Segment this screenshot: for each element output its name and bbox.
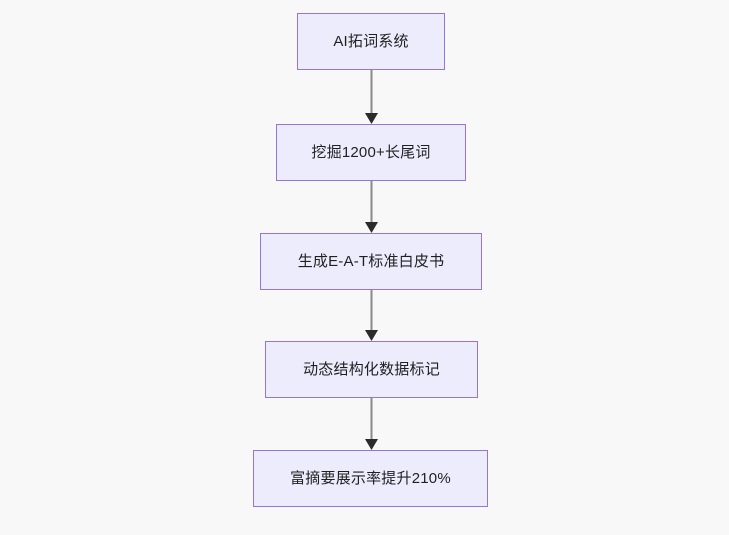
flow-edge-n4-to-n5 xyxy=(364,398,378,450)
flow-edge-n2-to-n3 xyxy=(364,181,378,233)
arrowhead-icon xyxy=(364,222,378,233)
flow-node-label: AI拓词系统 xyxy=(333,33,409,50)
flow-node-label: 生成E-A-T标准白皮书 xyxy=(297,253,445,270)
arrowhead-icon xyxy=(364,113,378,124)
flow-node-n5[interactable]: 富摘要展示率提升210% xyxy=(253,450,488,507)
flow-node-n2[interactable]: 挖掘1200+长尾词 xyxy=(276,124,466,181)
flow-node-label: 挖掘1200+长尾词 xyxy=(311,144,431,161)
flow-node-label: 富摘要展示率提升210% xyxy=(290,470,451,487)
flow-edge-n3-to-n4 xyxy=(364,290,378,341)
flow-node-n4[interactable]: 动态结构化数据标记 xyxy=(265,341,478,398)
arrowhead-icon xyxy=(364,439,378,450)
flow-edge-n1-to-n2 xyxy=(364,70,378,124)
flow-node-n3[interactable]: 生成E-A-T标准白皮书 xyxy=(260,233,482,290)
flow-node-n1[interactable]: AI拓词系统 xyxy=(297,13,445,70)
arrowhead-icon xyxy=(364,330,378,341)
flow-node-label: 动态结构化数据标记 xyxy=(303,361,440,378)
